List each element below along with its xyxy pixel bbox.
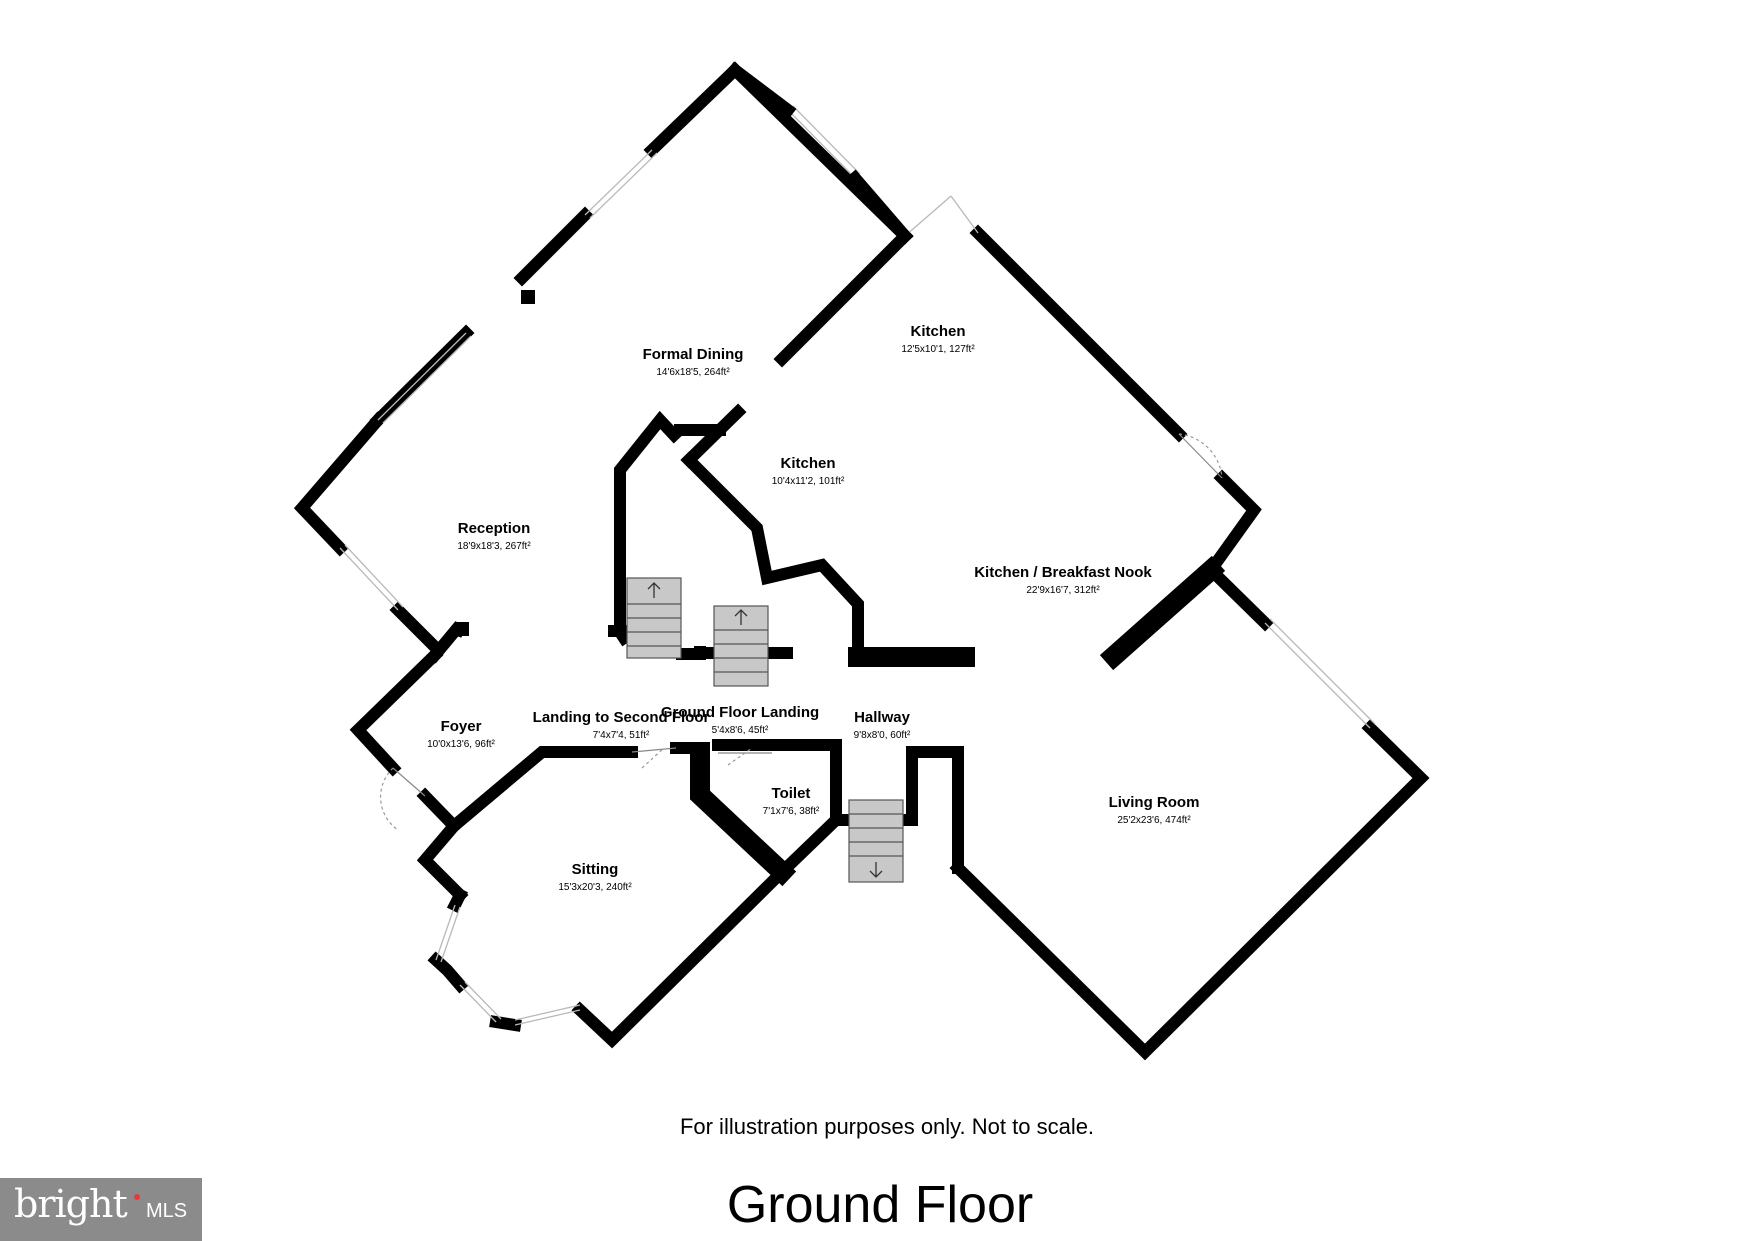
room-name: Kitchen xyxy=(780,455,835,472)
room-name: Landing to Second Floor xyxy=(533,709,710,726)
room-dims: 15'3x20'3, 240ft² xyxy=(558,882,632,893)
stairs-down xyxy=(848,799,904,883)
room-name: Formal Dining xyxy=(643,346,744,363)
windows xyxy=(339,105,1376,1026)
room-name: Living Room xyxy=(1109,794,1200,811)
room-label-formal-dining: Formal Dining 14'6x18'5, 264ft² xyxy=(643,346,744,378)
room-label-kitchen-top: Kitchen 12'5x10'1, 127ft² xyxy=(901,323,975,355)
room-name: Sitting xyxy=(572,861,619,878)
bright-mls-logo: bright MLS xyxy=(0,1178,202,1241)
room-label-hallway: Hallway 9'8x8'0, 60ft² xyxy=(854,709,911,741)
room-label-kitchen-breakfast-nook: Kitchen / Breakfast Nook 22'9x16'7, 312f… xyxy=(974,564,1152,596)
room-dims: 14'6x18'5, 264ft² xyxy=(656,367,730,378)
room-dims: 22'9x16'7, 312ft² xyxy=(1026,585,1100,596)
room-dims: 25'2x23'6, 474ft² xyxy=(1117,815,1191,826)
doors xyxy=(380,433,1223,831)
room-dims: 12'5x10'1, 127ft² xyxy=(901,344,975,355)
room-name: Foyer xyxy=(441,718,482,735)
room-dims: 7'4x7'4, 51ft² xyxy=(593,730,650,741)
room-label-foyer: Foyer 10'0x13'6, 96ft² xyxy=(427,718,495,750)
stairs-up-left xyxy=(626,577,682,659)
room-label-landing-second-floor: Landing to Second Floor 7'4x7'4, 51ft² xyxy=(533,709,710,741)
room-label-toilet: Toilet 7'1x7'6, 38ft² xyxy=(763,785,820,817)
walls xyxy=(293,61,1430,1061)
room-dims: 10'0x13'6, 96ft² xyxy=(427,739,495,750)
disclaimer-caption: For illustration purposes only. Not to s… xyxy=(680,1114,1094,1139)
room-dims: 9'8x8'0, 60ft² xyxy=(854,730,911,741)
room-label-kitchen-middle: Kitchen 10'4x11'2, 101ft² xyxy=(772,455,845,487)
room-label-sitting: Sitting 15'3x20'3, 240ft² xyxy=(558,861,632,893)
room-name: Kitchen / Breakfast Nook xyxy=(974,564,1152,581)
room-name: Toilet xyxy=(772,785,811,802)
room-dims: 5'4x8'6, 45ft² xyxy=(712,725,769,736)
room-label-reception: Reception 18'9x18'3, 267ft² xyxy=(457,520,531,552)
floor-title: Ground Floor xyxy=(727,1176,1033,1234)
room-dims: 7'1x7'6, 38ft² xyxy=(763,806,820,817)
stairs-up-right xyxy=(713,605,769,687)
room-name: Hallway xyxy=(854,709,911,726)
room-label-living-room: Living Room 25'2x23'6, 474ft² xyxy=(1109,794,1200,826)
logo-suffix: MLS xyxy=(146,1200,188,1222)
logo-accent-dot xyxy=(134,1194,140,1200)
room-name: Reception xyxy=(458,520,531,537)
room-name: Ground Floor Landing xyxy=(661,704,819,721)
room-dims: 18'9x18'3, 267ft² xyxy=(457,541,531,552)
room-label-ground-floor-landing: Ground Floor Landing 5'4x8'6, 45ft² xyxy=(661,704,819,736)
room-dims: 10'4x11'2, 101ft² xyxy=(772,476,845,487)
logo-brand: bright xyxy=(14,1182,128,1226)
room-name: Kitchen xyxy=(910,323,965,340)
